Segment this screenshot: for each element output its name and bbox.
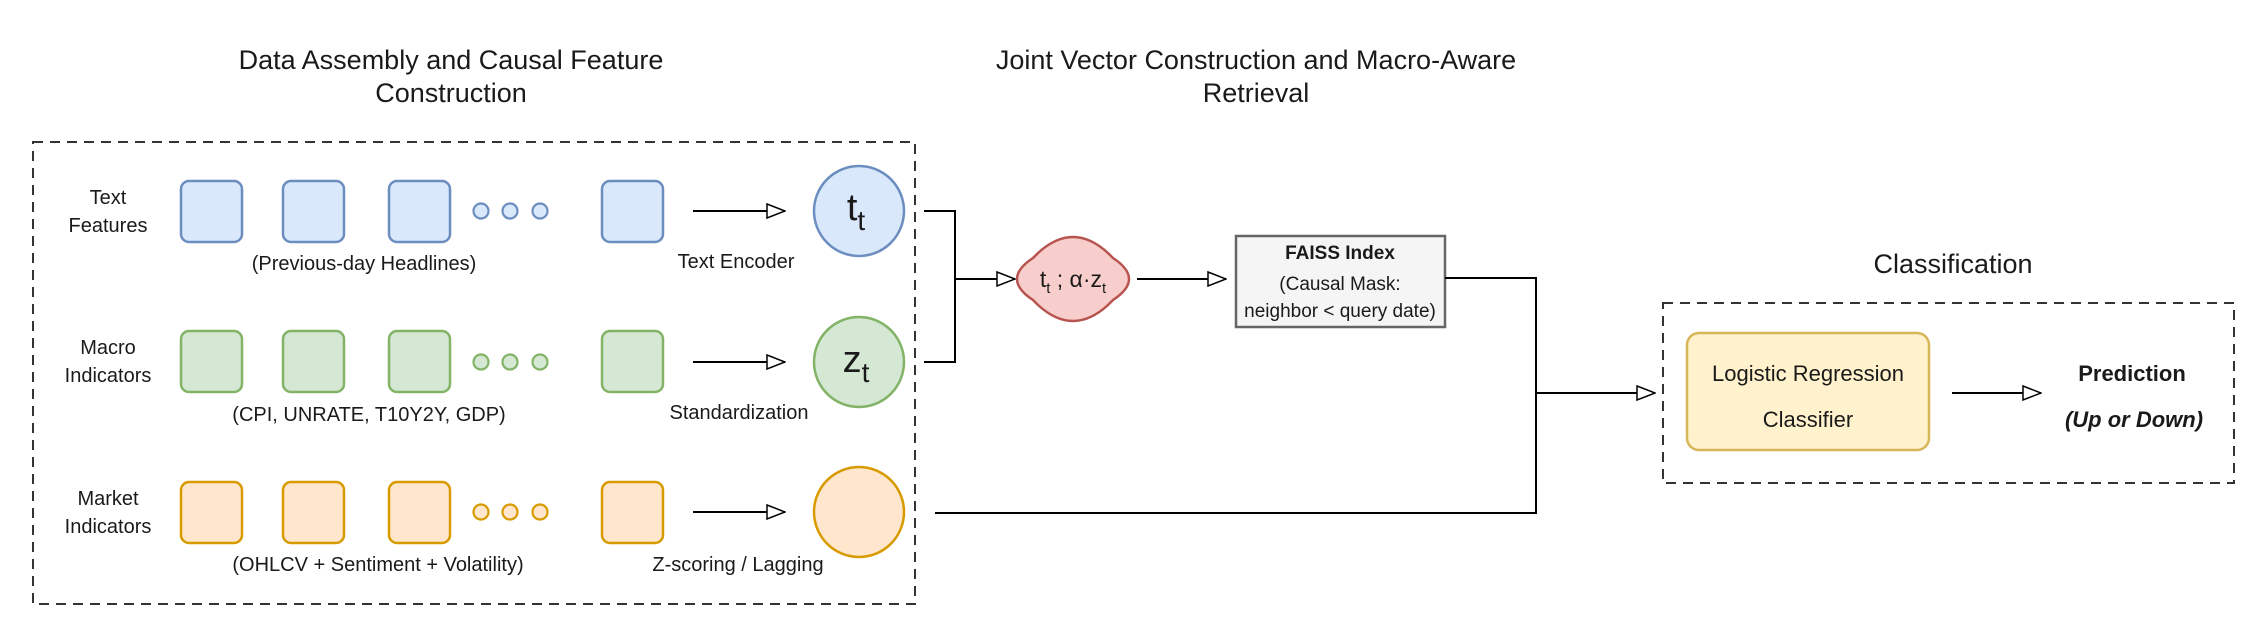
ellipsis-dot [531, 202, 549, 220]
retrieval-title-line2: Retrieval [1203, 78, 1310, 108]
ellipsis-dot [531, 353, 549, 371]
classification-container [1662, 302, 2235, 484]
joint-vector-label: tt ; α·zt [1040, 266, 1107, 297]
macro-feature-box [387, 329, 452, 394]
faiss-index-box [1234, 234, 1447, 329]
ellipsis-dot [472, 353, 490, 371]
ellipsis-dot [472, 202, 490, 220]
classifier-label-line1: Logistic Regression [1712, 361, 1904, 386]
z-scoring-label: Z-scoring / Lagging [652, 554, 823, 576]
faiss-index-mask-line2: neighbor < query date) [1244, 301, 1436, 322]
data-assembly-title-line2: Construction [375, 78, 527, 108]
prediction-title: Prediction [2078, 361, 2186, 386]
macro-embedding-node [812, 315, 906, 409]
ellipsis-dot [472, 503, 490, 521]
ellipsis-dot [501, 202, 519, 220]
market-feature-box [387, 480, 452, 545]
joint-vector-node [1015, 235, 1131, 323]
market-indicators-label-line1: Market [77, 488, 139, 510]
faiss-index-mask-line1: (Causal Mask: [1279, 274, 1400, 295]
faiss-index-title: FAISS Index [1285, 243, 1395, 264]
classifier-label-line2: Classifier [1763, 407, 1853, 432]
text-feature-box [600, 179, 665, 244]
text-feature-box [387, 179, 452, 244]
market-embedding-node [812, 465, 906, 559]
market-indicators-caption: (OHLCV + Sentiment + Volatility) [232, 554, 523, 576]
macro-embedding-symbol: zt [843, 339, 870, 388]
classification-title: Classification [1873, 249, 2032, 279]
text-features-label-line2: Features [69, 215, 148, 237]
data-assembly-title-line1: Data Assembly and Causal Feature [239, 45, 664, 75]
text-embedding-node [812, 164, 906, 258]
ellipsis-dot [501, 353, 519, 371]
market-feature-box [281, 480, 346, 545]
macro-indicators-label-line2: Indicators [65, 365, 152, 387]
ellipsis-dot [531, 503, 549, 521]
text-feature-box [281, 179, 346, 244]
text-feature-box [179, 179, 244, 244]
text-features-caption: (Previous-day Headlines) [252, 253, 477, 275]
faiss-to-merge-connector [935, 277, 1537, 514]
macro-feature-box [600, 329, 665, 394]
text-features-label-line1: Text [90, 187, 127, 209]
text-embedding-symbol: tt [847, 187, 866, 236]
text-to-joint-connector [924, 210, 956, 363]
macro-indicators-caption: (CPI, UNRATE, T10Y2Y, GDP) [232, 404, 505, 426]
ellipsis-dot [501, 503, 519, 521]
market-indicators-label-line2: Indicators [65, 516, 152, 538]
retrieval-title-line1: Joint Vector Construction and Macro-Awar… [996, 45, 1516, 75]
text-encoder-label: Text Encoder [678, 251, 795, 273]
prediction-subtitle: (Up or Down) [2065, 407, 2203, 432]
data-assembly-container [32, 141, 916, 605]
market-feature-box [600, 480, 665, 545]
logistic-regression-box [1685, 331, 1931, 452]
market-feature-box [179, 480, 244, 545]
macro-indicators-label-line1: Macro [80, 337, 136, 359]
macro-feature-box [179, 329, 244, 394]
standardization-label: Standardization [670, 402, 809, 424]
macro-feature-box [281, 329, 346, 394]
